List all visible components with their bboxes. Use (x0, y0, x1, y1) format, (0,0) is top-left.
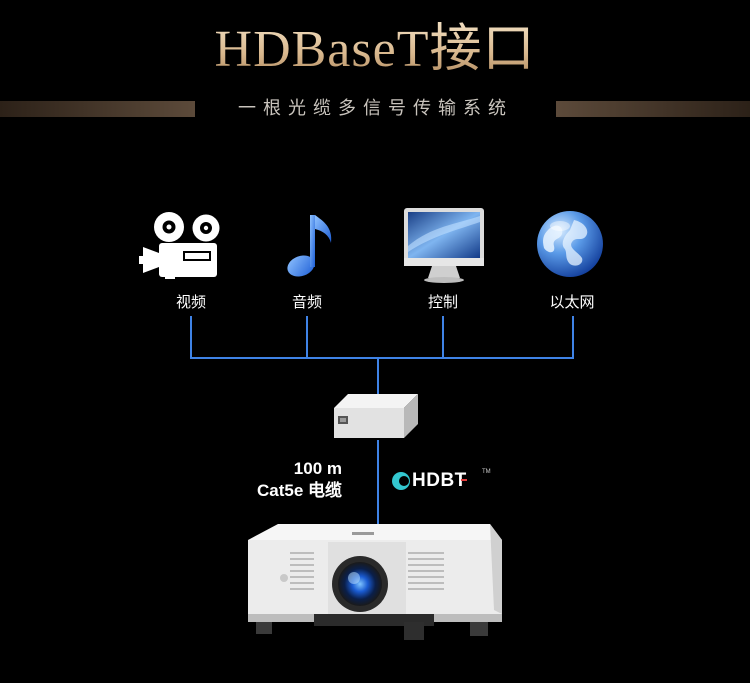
hdbaset-logo: HDBT TM (390, 469, 491, 492)
globe-icon (537, 211, 603, 277)
cable-type: Cat5e 电缆 (256, 481, 342, 500)
hdbaset-trademark: TM (482, 469, 491, 475)
page-title: HDBaseT接口 (0, 18, 750, 82)
cable-length: 100 m (293, 459, 342, 478)
label-audio: 音频 (291, 293, 322, 311)
computer-monitor-icon (404, 208, 484, 283)
projector-icon (248, 524, 502, 640)
hdbaset-logo-text: HDBT (412, 470, 467, 491)
label-video: 视频 (175, 293, 206, 311)
transmitter-box-icon (334, 394, 418, 438)
label-ethernet: 以太网 (549, 293, 595, 311)
hdbaset-logo-icon (392, 472, 410, 490)
label-control: 控制 (427, 293, 458, 311)
music-note-icon (287, 215, 332, 277)
title-divider-right (556, 101, 750, 117)
title-divider-left (0, 101, 195, 117)
hdbaset-logo-accent (461, 479, 467, 481)
movie-camera-icon (139, 212, 220, 279)
page-subtitle: 一根光缆多信号传输系统 (238, 98, 513, 119)
